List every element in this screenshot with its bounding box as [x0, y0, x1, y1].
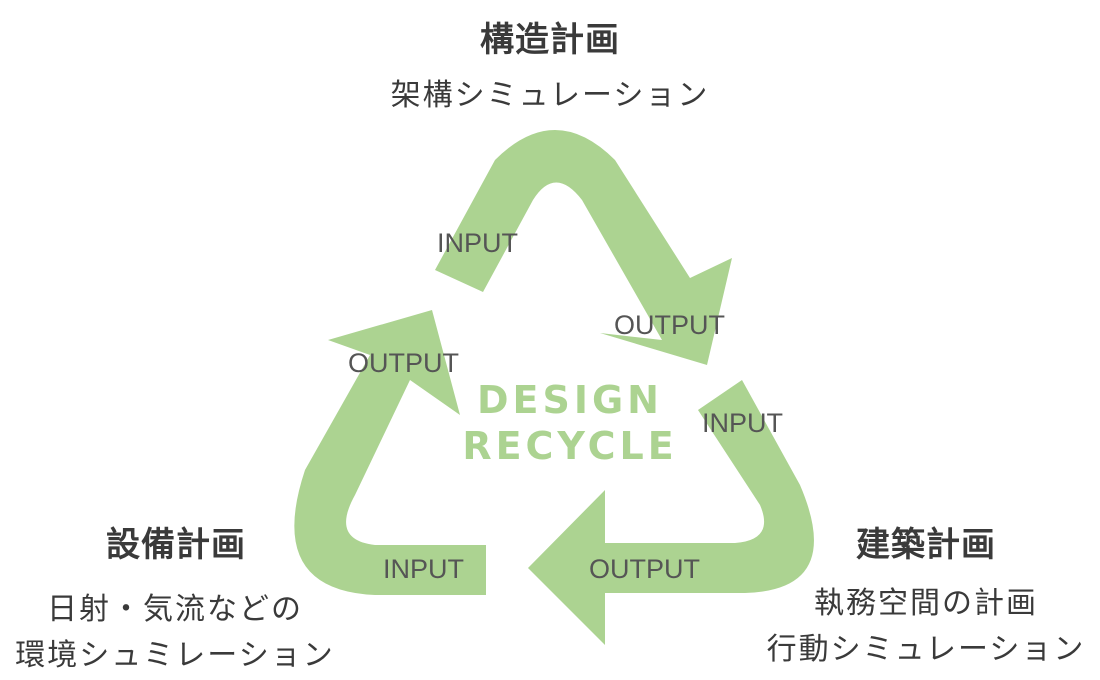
arrow-right — [528, 380, 814, 645]
io-label-left-input: INPUT — [383, 554, 464, 584]
node-desc-architecture-1: 執務空間の計画 — [814, 586, 1038, 621]
io-label-right-input: INPUT — [702, 408, 783, 438]
io-label-left-output: OUTPUT — [348, 348, 459, 378]
center-label-design: DESIGN — [476, 378, 663, 422]
arrow-top — [435, 130, 732, 365]
node-desc-equipment-1: 日射・気流などの — [47, 592, 303, 627]
arrow-left — [294, 310, 486, 595]
io-label-top-output: OUTPUT — [614, 310, 725, 340]
center-label-recycle: RECYCLE — [462, 424, 678, 468]
node-desc-architecture-2: 行動シミュレーション — [766, 632, 1086, 667]
node-title-structure: 構造計画 — [480, 20, 620, 60]
io-label-top-input: INPUT — [437, 228, 518, 258]
node-title-architecture: 建築計画 — [856, 525, 996, 565]
recycle-arrows — [294, 130, 814, 645]
node-desc-structure: 架構シミュレーション — [390, 78, 710, 113]
io-label-right-output: OUTPUT — [589, 554, 700, 584]
node-desc-equipment-2: 環境シュミレーション — [15, 638, 335, 673]
node-title-equipment: 設備計画 — [106, 525, 246, 565]
